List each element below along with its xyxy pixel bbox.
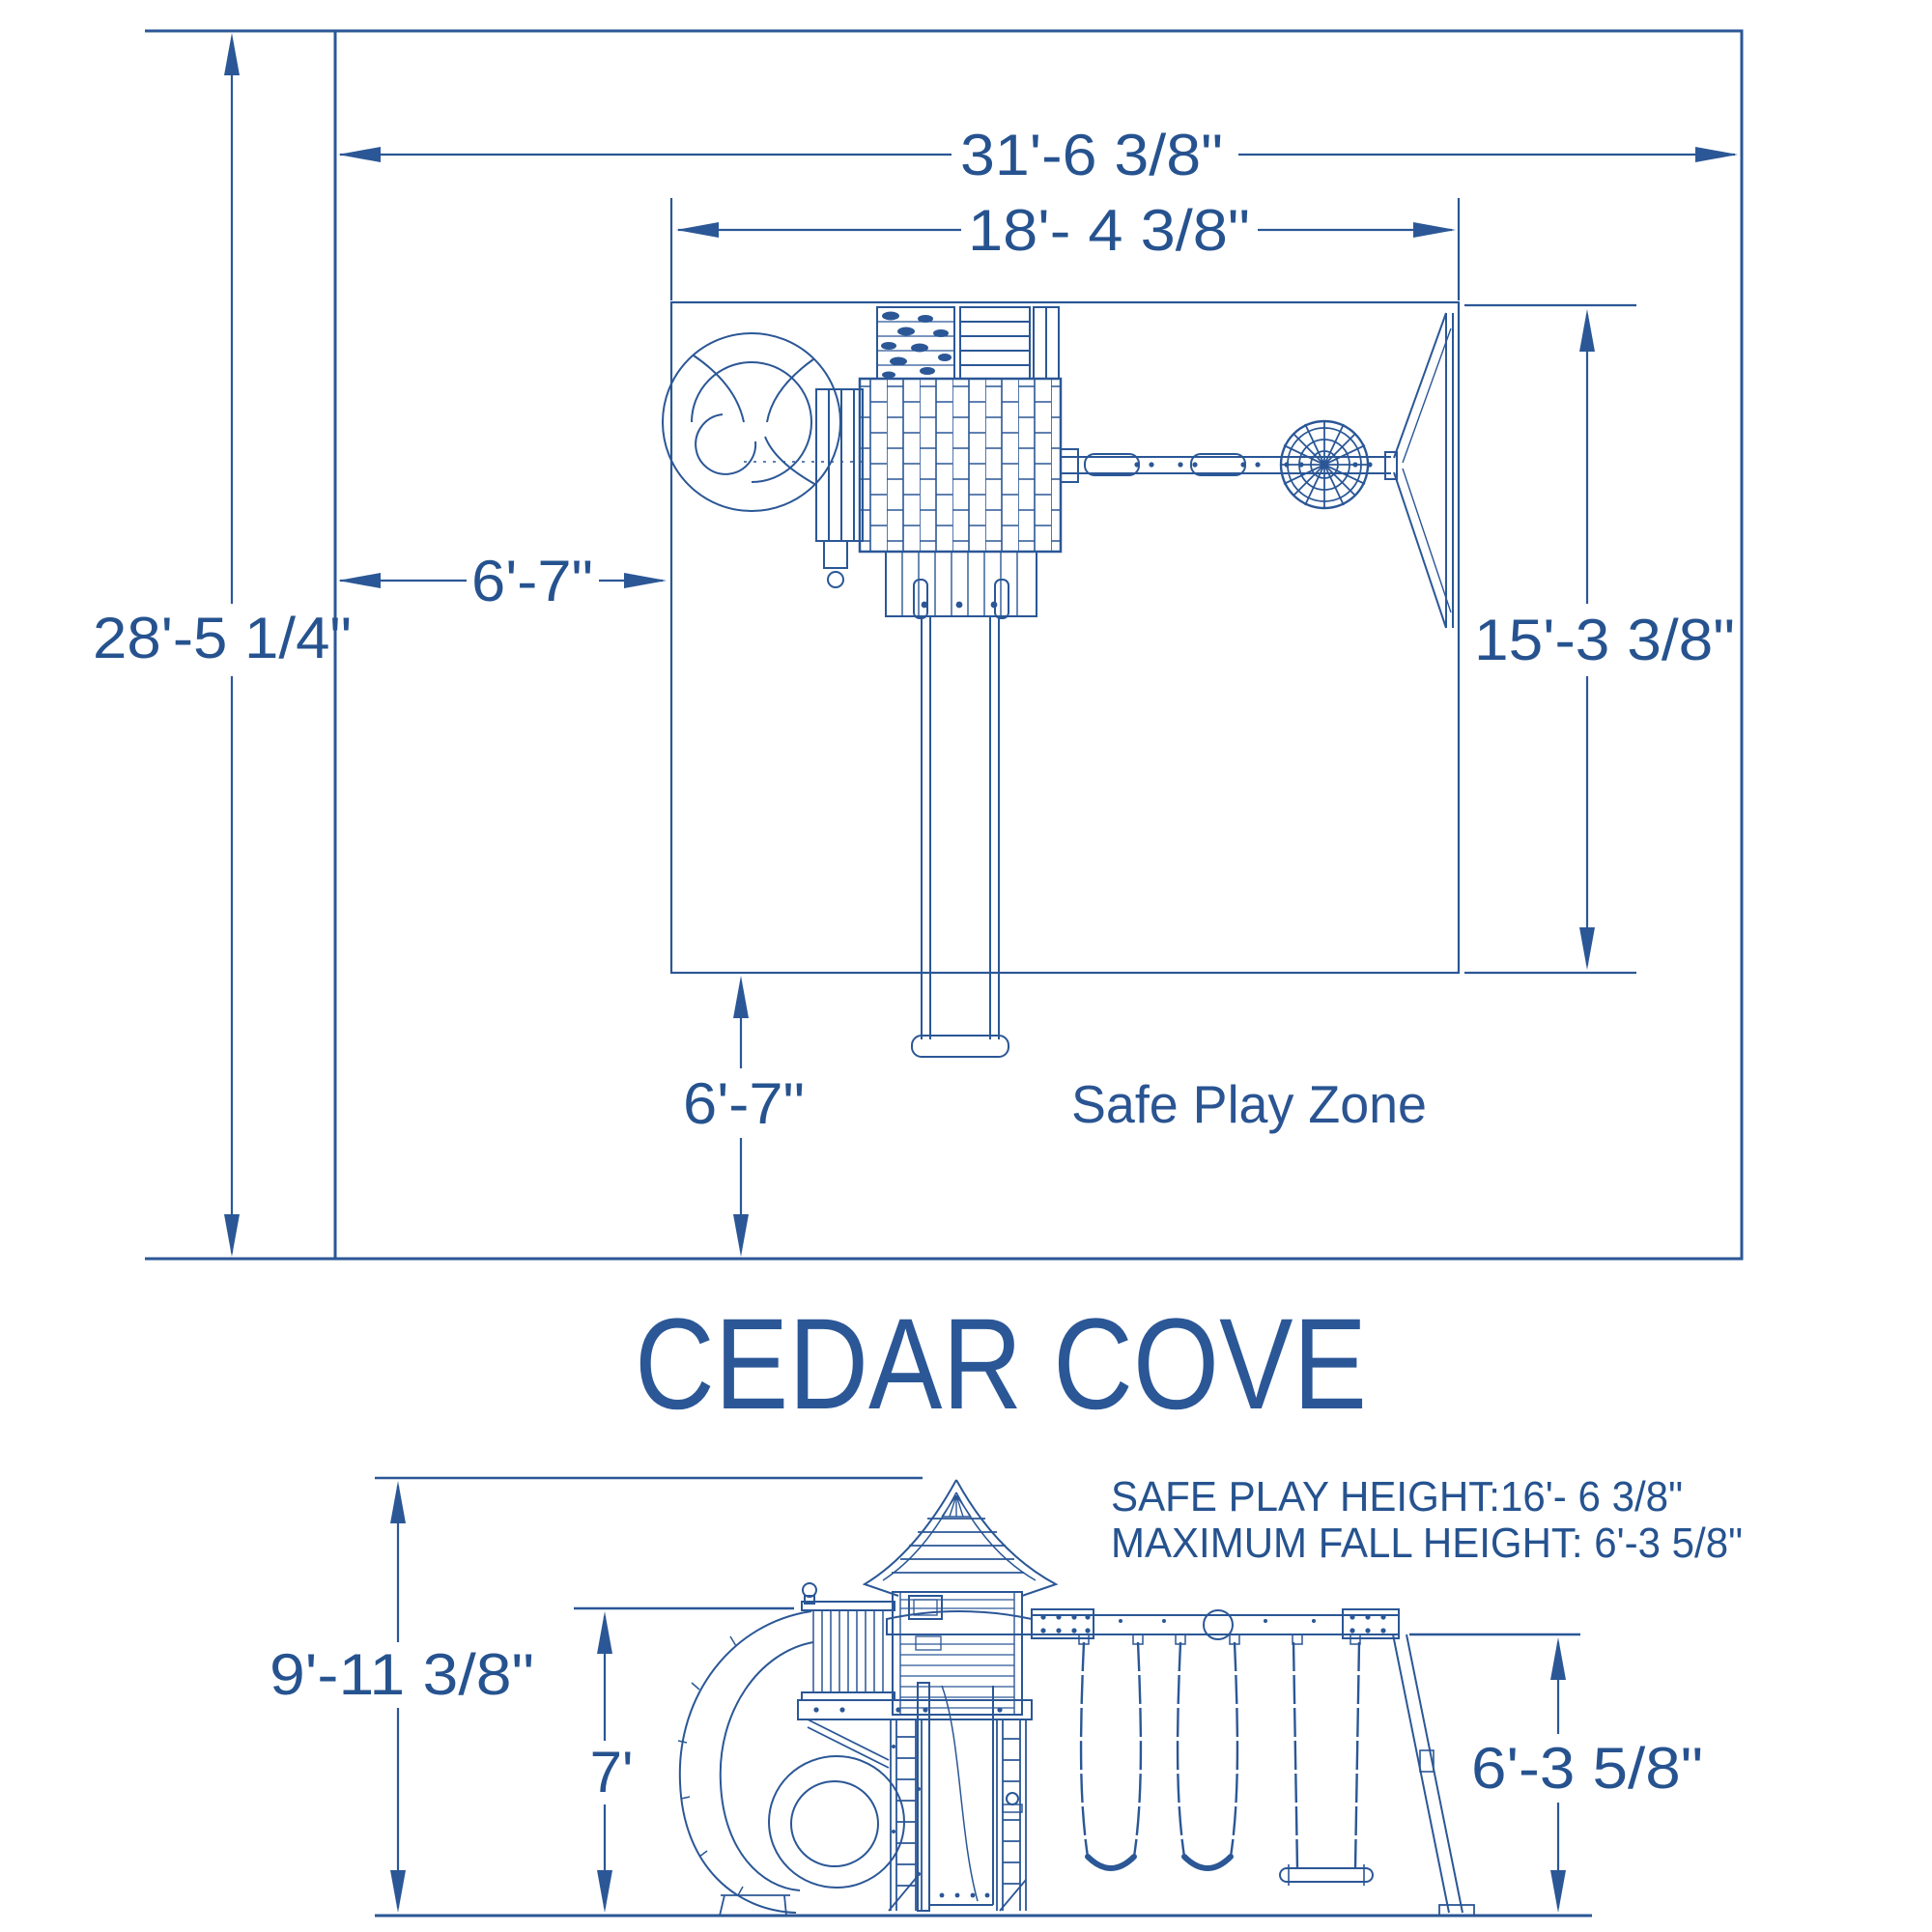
arrow-up-icon: [390, 1481, 406, 1523]
tower-roof-icon: [862, 1479, 1059, 1597]
handle-icon: [1006, 1792, 1019, 1805]
lower-deck-top-icon: [885, 551, 1037, 619]
ladder-top-icon: [959, 306, 1060, 380]
side-view: 9'-11 3/8" 7' 6'-3 5/8" SAFE PLAY HEIGHT…: [270, 1473, 1743, 1918]
side-playset: [677, 1479, 1475, 1917]
label-beam-height: 6'-3 5/8": [1471, 1736, 1703, 1801]
swing-beam-top-icon: [1060, 448, 1391, 483]
wave-slide-side-icon: [917, 1682, 994, 1912]
arrow-down-icon: [1579, 927, 1595, 970]
dim-beam-height: [1550, 1637, 1566, 1913]
arrow-down-icon: [733, 1214, 749, 1257]
swing-seat-top-icon: [1084, 453, 1140, 476]
arrow-left-icon: [338, 147, 381, 162]
plan-playset: [662, 306, 1454, 1058]
arrow-left-icon: [338, 573, 381, 588]
arrow-left-icon: [676, 222, 719, 238]
label-bottom-offset: 6'-7": [683, 1071, 805, 1136]
label-overall-height: 9'-11 3/8": [270, 1642, 534, 1707]
outer-boundary: [145, 29, 1744, 1261]
dim-overall-width: [338, 147, 1738, 162]
web-swing-top-icon: [1279, 419, 1370, 510]
arrow-down-icon: [224, 1214, 240, 1257]
wave-slide-top-icon: [911, 616, 1009, 1058]
arrow-down-icon: [390, 1870, 406, 1913]
rear-frame-icon: [888, 1719, 1027, 1912]
ladder-side-icon: [890, 1719, 923, 1911]
arrow-up-icon: [1550, 1637, 1566, 1680]
beam-ring-icon: [1203, 1609, 1234, 1640]
plan-view: 31'-6 3/8" 18'- 4 3/8" 28'-5 1/4" 15'-3 …: [93, 29, 1744, 1261]
belt-swing-icon: [1078, 1634, 1144, 1871]
tower-body-icon: [886, 1591, 1033, 1716]
dim-zone-width: [669, 198, 1461, 300]
dim-zone-depth: [1464, 303, 1636, 975]
spiral-slide-top-icon: [662, 332, 869, 512]
note-safe-play-height: SAFE PLAY HEIGHT:16'- 6 3/8": [1111, 1473, 1683, 1520]
page-title: CEDAR COVE: [635, 1293, 1367, 1436]
label-zone-depth: 15'-3 3/8": [1474, 608, 1735, 672]
arrow-up-icon: [597, 1611, 612, 1654]
a-frame-side-icon: [1392, 1634, 1475, 1917]
arrow-down-icon: [1550, 1870, 1566, 1913]
dim-bottom-offset: [733, 976, 749, 1257]
label-deck-height: 7': [590, 1740, 634, 1804]
arrow-right-icon: [1413, 222, 1456, 238]
gable-sunburst-icon: [941, 1494, 972, 1518]
web-swing-side-icon: [1279, 1634, 1374, 1886]
label-zone-width: 18'- 4 3/8": [968, 198, 1250, 263]
arrow-up-icon: [733, 976, 749, 1018]
spiral-slide-side-icon: [677, 1610, 905, 1917]
a-frame-top-icon: [1384, 312, 1454, 629]
label-safe-play-zone: Safe Play Zone: [1071, 1074, 1427, 1134]
arrow-up-icon: [224, 33, 240, 75]
arrow-up-icon: [1579, 309, 1595, 352]
label-overall-depth: 28'-5 1/4": [93, 606, 352, 670]
arrow-right-icon: [1695, 147, 1738, 162]
inner-zone: [669, 300, 1461, 975]
arrow-down-icon: [597, 1870, 612, 1913]
tower-window-icon: [908, 1595, 943, 1620]
balcony-icon: [797, 1582, 1033, 1769]
dim-overall-depth: [224, 33, 240, 1257]
label-overall-width: 31'-6 3/8": [960, 123, 1223, 187]
fort-roof-top-icon: [858, 377, 1063, 554]
arrow-right-icon: [624, 573, 667, 588]
rock-wall-top-icon: [876, 306, 955, 380]
dim-side-offset: [338, 573, 667, 588]
note-max-fall-height: MAXIMUM FALL HEIGHT: 6'-3 5/8": [1111, 1520, 1743, 1567]
belt-swing-icon: [1175, 1634, 1240, 1871]
swing-beam-side-icon: [1031, 1608, 1400, 1640]
label-side-offset: 6'-7": [471, 549, 593, 613]
finial-icon: [802, 1582, 817, 1598]
dim-deck-height: [597, 1611, 612, 1913]
swing-seat-top-icon: [1190, 453, 1246, 476]
dim-overall-height: [390, 1481, 406, 1913]
